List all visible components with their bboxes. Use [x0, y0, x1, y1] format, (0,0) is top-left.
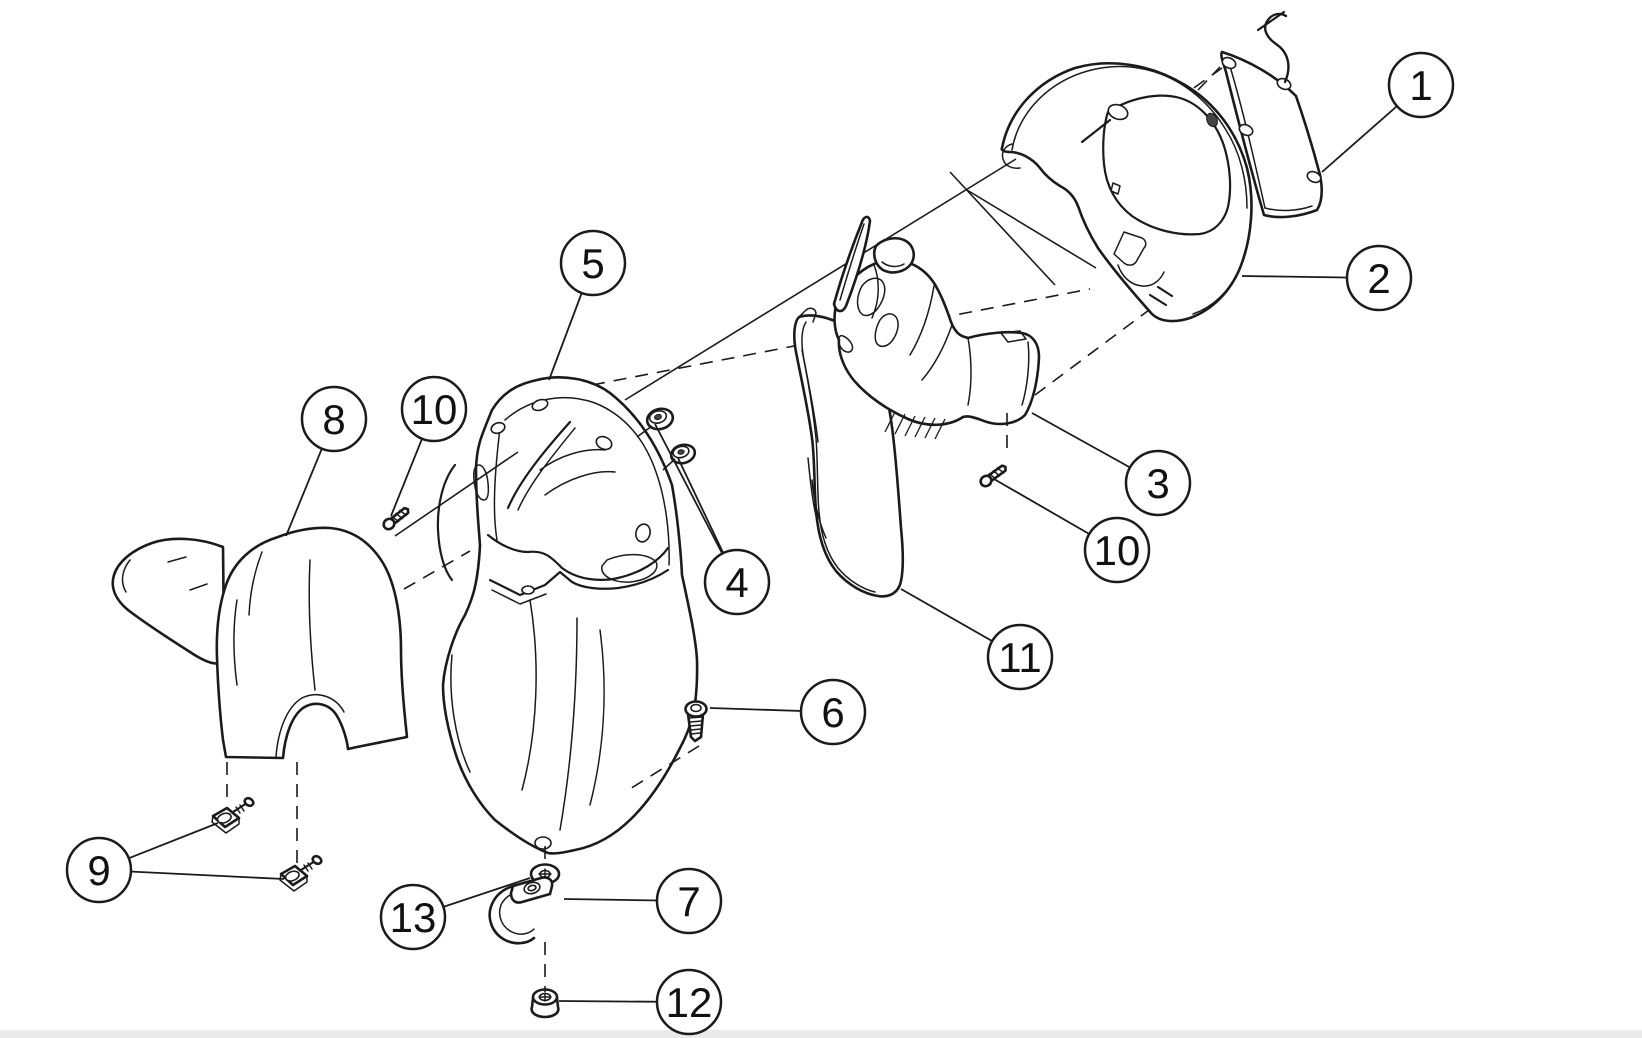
- part-8-lower-front-cover: [111, 526, 409, 760]
- part-2-ear-tab: [1001, 143, 1021, 169]
- callout-number-10: 10: [411, 386, 458, 433]
- callout-balloon-2: [1345, 244, 1413, 312]
- part-5-bottom-hole: [534, 836, 552, 850]
- part-5-ignition-dish: [601, 553, 658, 583]
- assembly-axis-solid: [662, 458, 676, 471]
- callout-number-1: 1: [1409, 62, 1432, 109]
- part-2-arch-cutout: [1117, 264, 1165, 287]
- callout-3: 3: [1124, 449, 1192, 517]
- callout-number-13: 13: [390, 894, 437, 941]
- part-2-handlebar-front-cover: [1000, 62, 1253, 323]
- callout-number-9: 9: [87, 847, 110, 894]
- assembly-axis-solid: [624, 158, 1017, 401]
- part-2-window-opening: [1102, 94, 1232, 236]
- part-1-windscreen-panel: [1220, 10, 1323, 219]
- callout-balloon-12: [655, 968, 723, 1036]
- assembly-axis-dashed: [1034, 309, 1150, 396]
- callout-9: 9: [65, 836, 133, 904]
- callout-balloon-4: [703, 548, 771, 616]
- callout-number-10: 10: [1094, 527, 1141, 574]
- part-4-flange-nuts: [645, 407, 697, 465]
- callout-number-11: 11: [998, 634, 1042, 681]
- callout-number-7: 7: [677, 878, 700, 925]
- assembly-axis-solid: [394, 451, 519, 537]
- callout-8: 8: [300, 385, 368, 453]
- callout-balloon-13: [379, 883, 447, 951]
- assembly-axis-solid: [636, 425, 653, 438]
- part-3-mirror-hole: [1000, 330, 1027, 343]
- part-2-switch-tab: [1113, 231, 1147, 266]
- part-12-nut: [530, 988, 560, 1019]
- page-bottom-strip: [0, 1030, 1642, 1038]
- callout-balloon-3: [1124, 449, 1192, 517]
- part-7-clamp: [488, 876, 554, 945]
- callout-11: 11: [986, 623, 1054, 691]
- callout-12: 12: [655, 968, 723, 1036]
- callout-balloon-10: [400, 375, 468, 443]
- callout-balloon-10: [1083, 516, 1151, 584]
- part-9-clip-2: [279, 854, 323, 892]
- part-9-clip-1: [211, 796, 255, 834]
- part-5-front-shield: [436, 376, 699, 855]
- callout-balloon-7: [655, 867, 723, 935]
- callout-number-3: 3: [1146, 460, 1169, 507]
- callout-number-12: 12: [666, 979, 713, 1026]
- callout-balloon-5: [559, 229, 627, 297]
- assembly-axis-solid: [966, 189, 1097, 269]
- callout-6: 6: [799, 678, 867, 746]
- part-10-screw-right: [979, 464, 1007, 488]
- callout-13: 13: [379, 883, 447, 951]
- part-3-handlebar: [832, 215, 1041, 440]
- part-2-screw-hole: [1206, 112, 1218, 128]
- assembly-axis-dashed: [403, 550, 471, 590]
- callout-balloon-11: [986, 623, 1054, 691]
- callout-number-5: 5: [581, 240, 604, 287]
- assembly-axis-solid: [949, 171, 1056, 286]
- callout-7: 7: [655, 867, 723, 935]
- part-2-boss: [1107, 103, 1129, 121]
- part-6-screw: [684, 700, 708, 743]
- callout-balloon-8: [300, 385, 368, 453]
- part-1-wire-bar: [1256, 10, 1286, 32]
- callout-1: 1: [1387, 51, 1455, 119]
- part-3-hatching: [884, 411, 946, 440]
- callout-number-2: 2: [1367, 255, 1390, 302]
- callout-5: 5: [559, 229, 627, 297]
- part-1-wire: [1264, 12, 1290, 84]
- callout-number-4: 4: [725, 559, 748, 606]
- callout-number-6: 6: [821, 689, 844, 736]
- callout-2: 2: [1345, 244, 1413, 312]
- callout-number-8: 8: [322, 396, 345, 443]
- assembly-guide-lines-over: [226, 413, 1008, 992]
- part-10-screw-left: [382, 506, 410, 531]
- part-3-grip-housing: [872, 236, 916, 274]
- callout-balloon-1: [1387, 51, 1455, 119]
- callout-4: 4: [703, 548, 771, 616]
- assembly-axis-dashed: [624, 745, 700, 793]
- callout-10: 10: [400, 375, 468, 443]
- assembly-axis-dashed: [1197, 66, 1221, 91]
- part-5-left-bracket: [436, 463, 457, 582]
- callout-balloon-9: [65, 836, 133, 904]
- callout-balloon-6: [799, 678, 867, 746]
- callout-10: 10: [1083, 516, 1151, 584]
